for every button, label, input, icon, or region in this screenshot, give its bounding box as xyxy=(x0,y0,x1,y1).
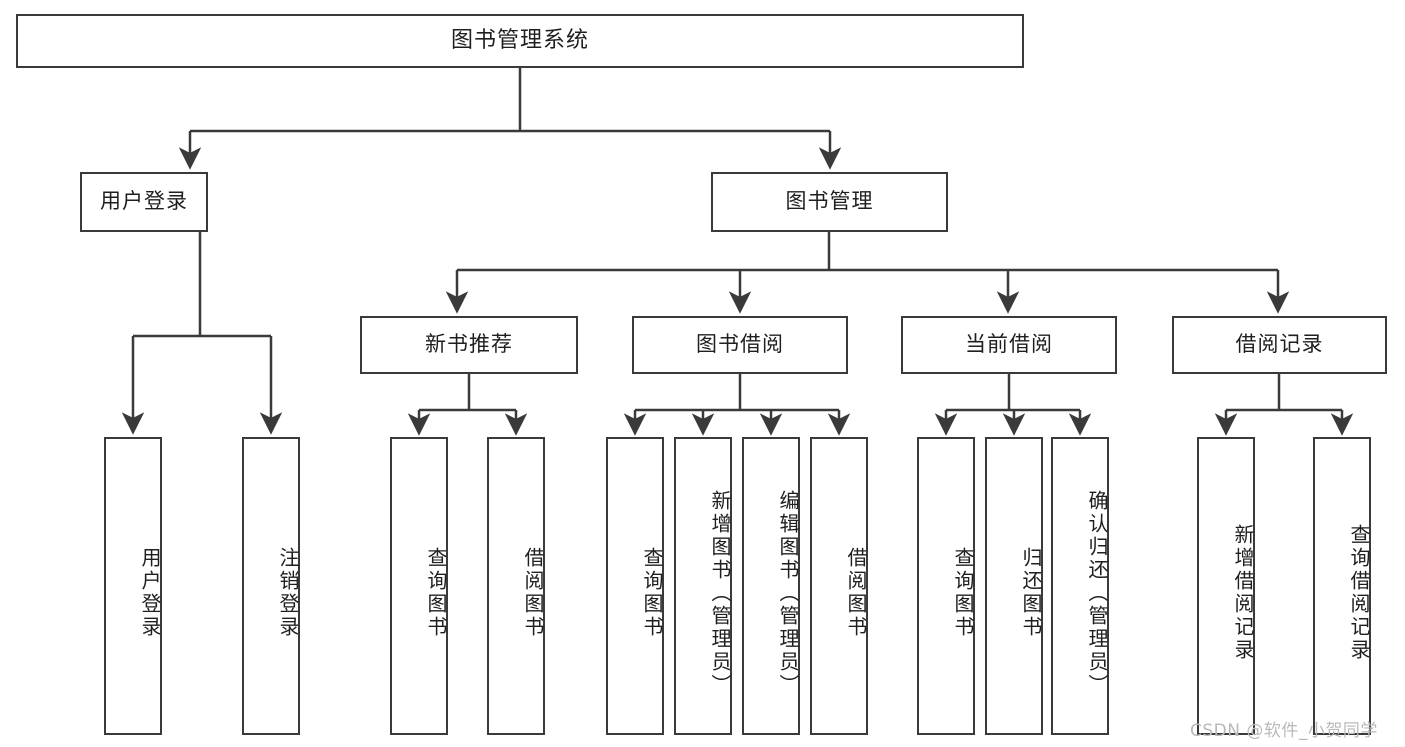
edge-root-to-level2 xyxy=(178,68,842,170)
node-leaf-edit-book-label: 编辑图书（管理员） xyxy=(776,489,800,697)
node-leaf-user-login[interactable]: 用户登录 xyxy=(104,437,162,735)
node-new-book-rec[interactable]: 新书推荐 xyxy=(360,316,578,374)
node-borrow-record-label: 借阅记录 xyxy=(1235,332,1324,357)
node-leaf-borrow-book-label: 借阅图书 xyxy=(844,547,868,639)
node-leaf-query-book-current[interactable]: 查询图书 xyxy=(917,437,975,735)
edge-new-book-rec-to-leaves xyxy=(407,374,528,436)
edge-borrow-record-to-leaves xyxy=(1214,374,1354,436)
node-leaf-user-login-label: 用户登录 xyxy=(138,547,162,639)
node-book-manage[interactable]: 图书管理 xyxy=(711,172,948,232)
node-leaf-borrow-book-rec-label: 借阅图书 xyxy=(521,547,545,639)
edge-book-manage-to-level3 xyxy=(445,232,1290,314)
node-user-login-label: 用户登录 xyxy=(100,189,188,214)
node-leaf-query-book-current-label: 查询图书 xyxy=(951,547,975,639)
node-leaf-confirm-return[interactable]: 确认归还（管理员） xyxy=(1051,437,1109,735)
node-leaf-edit-book[interactable]: 编辑图书（管理员） xyxy=(742,437,800,735)
node-leaf-query-borrow-record[interactable]: 查询借阅记录 xyxy=(1313,437,1371,735)
node-leaf-confirm-return-label: 确认归还（管理员） xyxy=(1085,489,1109,697)
node-leaf-add-borrow-record-label: 新增借阅记录 xyxy=(1231,524,1255,662)
node-root[interactable]: 图书管理系统 xyxy=(16,14,1024,68)
node-root-label: 图书管理系统 xyxy=(450,27,589,53)
node-book-borrow-label: 图书借阅 xyxy=(696,332,784,357)
node-leaf-add-borrow-record[interactable]: 新增借阅记录 xyxy=(1197,437,1255,735)
node-user-login[interactable]: 用户登录 xyxy=(80,172,208,232)
node-leaf-borrow-book-rec[interactable]: 借阅图书 xyxy=(487,437,545,735)
node-leaf-return-book-label: 归还图书 xyxy=(1019,547,1043,639)
csdn-watermark: CSDN @软件_小贺同学 xyxy=(1190,721,1378,741)
node-leaf-borrow-book[interactable]: 借阅图书 xyxy=(810,437,868,735)
node-leaf-query-book-borrow-label: 查询图书 xyxy=(640,547,664,639)
node-book-manage-label: 图书管理 xyxy=(785,189,874,214)
edge-current-borrow-to-leaves xyxy=(934,374,1092,436)
node-leaf-user-logout-label: 注销登录 xyxy=(276,547,300,639)
node-leaf-add-book-label: 新增图书（管理员） xyxy=(708,489,732,697)
node-leaf-query-borrow-record-label: 查询借阅记录 xyxy=(1347,524,1371,662)
node-leaf-query-book-rec[interactable]: 查询图书 xyxy=(390,437,448,735)
node-book-borrow[interactable]: 图书借阅 xyxy=(632,316,848,374)
edge-book-borrow-to-leaves xyxy=(623,374,851,436)
node-current-borrow-label: 当前借阅 xyxy=(965,332,1053,357)
node-borrow-record[interactable]: 借阅记录 xyxy=(1172,316,1387,374)
node-current-borrow[interactable]: 当前借阅 xyxy=(901,316,1117,374)
edge-user-login-to-leaves xyxy=(121,232,283,435)
node-leaf-query-book-borrow[interactable]: 查询图书 xyxy=(606,437,664,735)
node-new-book-rec-label: 新书推荐 xyxy=(425,332,513,357)
node-leaf-add-book[interactable]: 新增图书（管理员） xyxy=(674,437,732,735)
node-leaf-user-logout[interactable]: 注销登录 xyxy=(242,437,300,735)
node-leaf-return-book[interactable]: 归还图书 xyxy=(985,437,1043,735)
node-leaf-query-book-rec-label: 查询图书 xyxy=(424,547,448,639)
